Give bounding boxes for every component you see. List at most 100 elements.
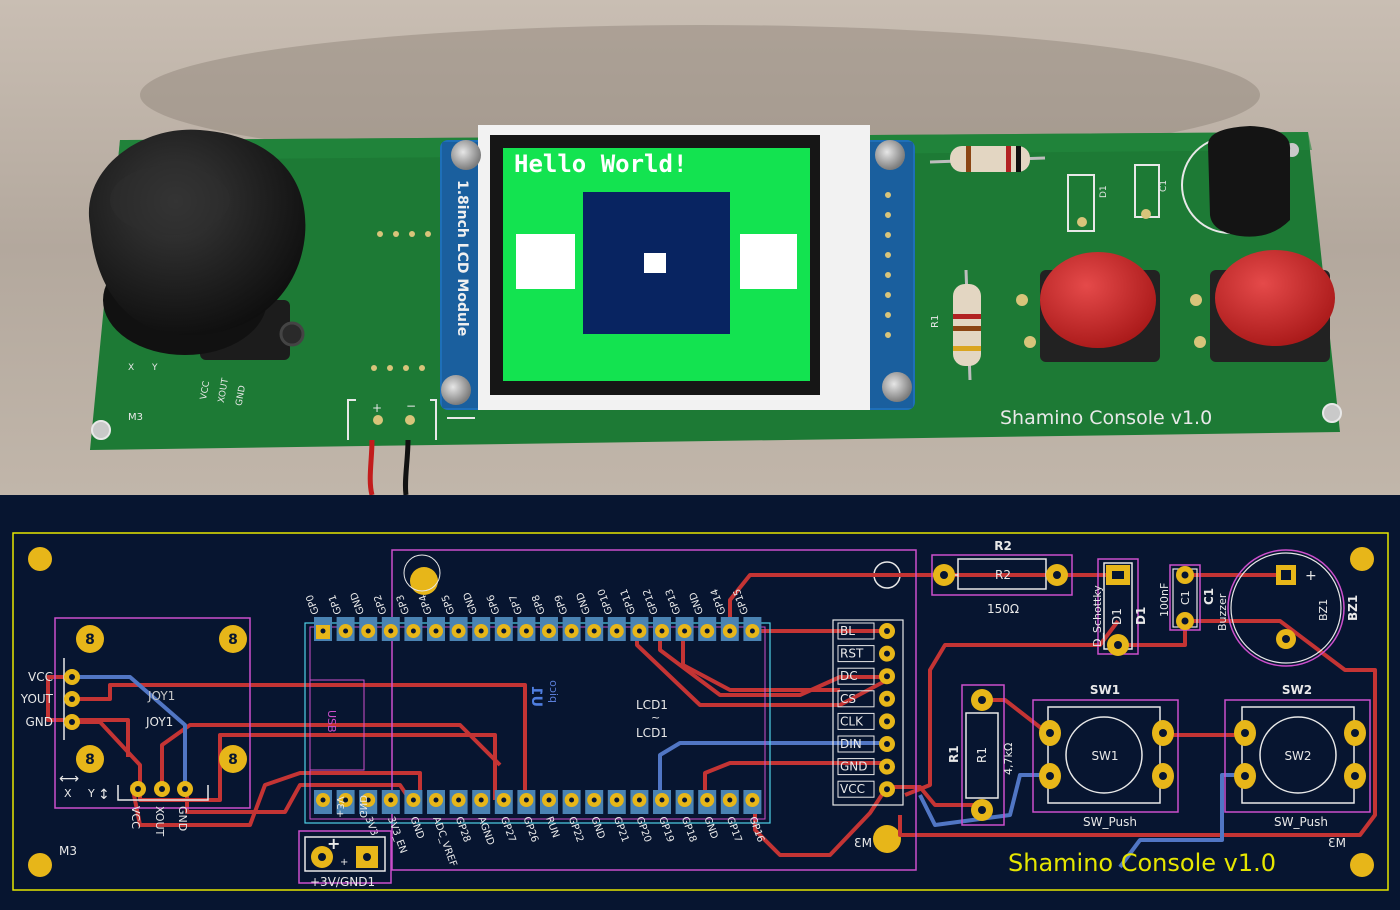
svg-text:C1: C1 [1202, 588, 1216, 605]
svg-text:SW1: SW1 [1091, 749, 1118, 763]
lcd-pin-label: GND [840, 760, 868, 774]
svg-text:VCC: VCC [199, 380, 212, 400]
shadow [140, 25, 1260, 165]
svg-text:Y: Y [87, 787, 95, 800]
mount-holes [28, 547, 1374, 877]
svg-text:R2: R2 [995, 568, 1011, 582]
mount-label: M3 [128, 412, 143, 423]
svg-text:VCC: VCC [129, 806, 142, 829]
sw1-footprint: SW1 SW1 SW_Push [1032, 683, 1179, 829]
mount-hole-icon [410, 567, 438, 595]
screw-icon [451, 140, 481, 170]
d1-footprint: D1 D1 D_Schottky [1091, 558, 1148, 656]
board-edge [12, 532, 1389, 891]
board-title-silk: Shamino Console v1.0 [1000, 407, 1212, 429]
svg-text:SW1: SW1 [1090, 683, 1120, 697]
svg-text:GND: GND [176, 806, 189, 831]
svg-text:C1: C1 [1179, 590, 1192, 605]
lcd-pin-label: CLK [840, 714, 864, 728]
svg-text:4,7kΩ: 4,7kΩ [1002, 743, 1015, 775]
svg-text:pico: pico [547, 680, 560, 703]
resistor-r1: R1 [930, 269, 981, 381]
lcd-screen-text: Hello World! [514, 150, 687, 178]
lcd-pin-label: DC [840, 669, 858, 683]
r2-footprint: R2 R2 150Ω [931, 539, 1073, 616]
svg-text:U1: U1 [528, 686, 544, 707]
button-right [1190, 250, 1335, 362]
lcd-left-paddle [516, 234, 575, 289]
svg-text:BZ1: BZ1 [1346, 595, 1360, 621]
screw-icon [882, 372, 912, 402]
lcd-module-label: 1.8inch LCD Module [454, 180, 470, 336]
svg-text:LCD1: LCD1 [636, 698, 668, 712]
power-footprint: + + +3V/GND1 +3V GND [298, 795, 392, 889]
svg-text:+: + [340, 857, 348, 868]
svg-text:GND: GND [235, 385, 248, 407]
black-wire [402, 439, 411, 495]
svg-text:D_Schottky: D_Schottky [1091, 585, 1104, 647]
red-button-icon [1215, 250, 1335, 346]
axis-y-arrow-icon: ↕ [98, 787, 110, 803]
svg-text:M3: M3 [59, 844, 77, 858]
svg-text:D1: D1 [1110, 608, 1124, 625]
red-button-icon [1040, 252, 1156, 348]
svg-text:USB: USB [325, 710, 338, 733]
svg-text:X: X [128, 363, 134, 373]
joystick-ref: JOY1 [147, 689, 175, 703]
console-photo: M3 Shamino Console v1.0 VCC XOUT GND X Y… [0, 0, 1400, 495]
resistor-r2 [929, 146, 1046, 172]
board-title: Shamino Console v1.0 [1008, 849, 1276, 877]
svg-text:R2: R2 [994, 539, 1012, 553]
svg-text:YOUT: YOUT [20, 692, 54, 706]
mount-hole-icon [28, 547, 52, 571]
lcd-right-paddle [740, 234, 797, 289]
buzzer [1181, 126, 1291, 237]
power-pad-icon [373, 415, 383, 425]
mount-hole-icon [28, 853, 52, 877]
mount-hole-icon [1350, 547, 1374, 571]
svg-text:−: − [406, 399, 416, 413]
svg-text:R1: R1 [930, 315, 941, 328]
svg-text:SW_Push: SW_Push [1083, 815, 1137, 829]
svg-text:GND: GND [25, 715, 53, 729]
axis-x-arrow-icon: ⟷ [59, 771, 79, 787]
svg-text:SW2: SW2 [1282, 683, 1312, 697]
joystick-footprint: 8 8 8 8 VCC YOUT GND JOY1 JOY1 VCC XOUT … [20, 617, 251, 837]
svg-text:~: ~ [651, 711, 660, 724]
header-holes [371, 231, 431, 371]
buzzer-icon [1208, 126, 1291, 237]
lcd-pin-label: CS [840, 692, 856, 706]
joystick [88, 129, 306, 360]
svg-text:LCD1: LCD1 [636, 726, 668, 740]
svg-text:SW2: SW2 [1284, 749, 1311, 763]
svg-text:VCC: VCC [28, 670, 53, 684]
lcd-ball [644, 253, 666, 273]
c1-footprint: C1 C1 100nF [1158, 564, 1216, 631]
button-left [1016, 252, 1160, 362]
svg-text:C1: C1 [1159, 180, 1169, 192]
lcd-pin-label: RST [840, 647, 864, 661]
svg-text:XOUT: XOUT [153, 806, 166, 837]
lcd-module: 1.8inch LCD Module Hello World! [440, 125, 915, 410]
bottom-traces [72, 675, 1245, 869]
pcb-layout: M3 M3 M3 [0, 495, 1400, 910]
svg-text:X: X [64, 787, 72, 800]
svg-text:SW_Push: SW_Push [1274, 815, 1328, 829]
lcd-pin-label: VCC [840, 782, 865, 796]
r1-footprint: R1 R1 4,7kΩ [947, 684, 1015, 826]
svg-text:+: + [327, 834, 340, 853]
mount-hole-icon [1322, 403, 1342, 423]
svg-text:8: 8 [228, 632, 238, 648]
svg-text:100nF: 100nF [1158, 583, 1171, 617]
svg-text:8: 8 [85, 632, 95, 648]
power-pad-icon [405, 415, 415, 425]
svg-text:+: + [372, 401, 382, 415]
lcd-pin-label: DIN [840, 737, 862, 751]
svg-text:R1: R1 [975, 747, 989, 763]
svg-text:150Ω: 150Ω [987, 602, 1019, 616]
svg-text:GND: GND [357, 795, 368, 818]
sw2-footprint: SW2 SW2 SW_Push [1224, 683, 1371, 829]
